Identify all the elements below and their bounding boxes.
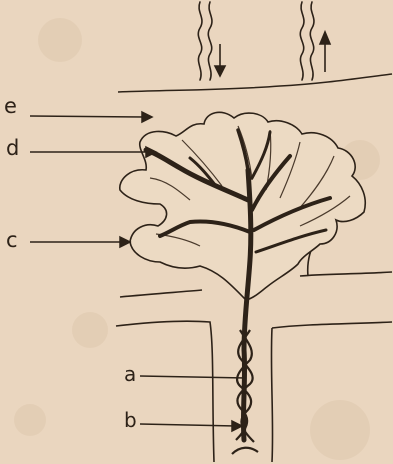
arrow-down-icon: [215, 44, 225, 76]
label-b: b: [124, 410, 137, 430]
left-vessel-wall-2: [208, 2, 212, 80]
pointer-d: [30, 147, 156, 157]
pointer-a: [140, 376, 246, 378]
right-boundary: [300, 272, 392, 276]
pointer-b: [140, 421, 242, 431]
right-vessel-wall-1: [300, 2, 304, 80]
label-d: d: [6, 138, 19, 159]
label-a: a: [124, 364, 136, 384]
label-e: e: [4, 96, 17, 117]
arrow-up-icon: [320, 32, 330, 72]
surface-line: [118, 74, 392, 92]
right-boundary-lower: [272, 322, 392, 328]
right-vessel-wall-2: [310, 2, 314, 80]
left-vessel-wall-1: [198, 2, 202, 80]
pointer-e: [30, 112, 152, 122]
left-boundary-lower: [116, 321, 214, 462]
right-duct-wall: [271, 328, 272, 462]
pointer-c: [30, 237, 130, 247]
label-c: c: [6, 230, 18, 251]
left-boundary-top: [120, 290, 202, 297]
